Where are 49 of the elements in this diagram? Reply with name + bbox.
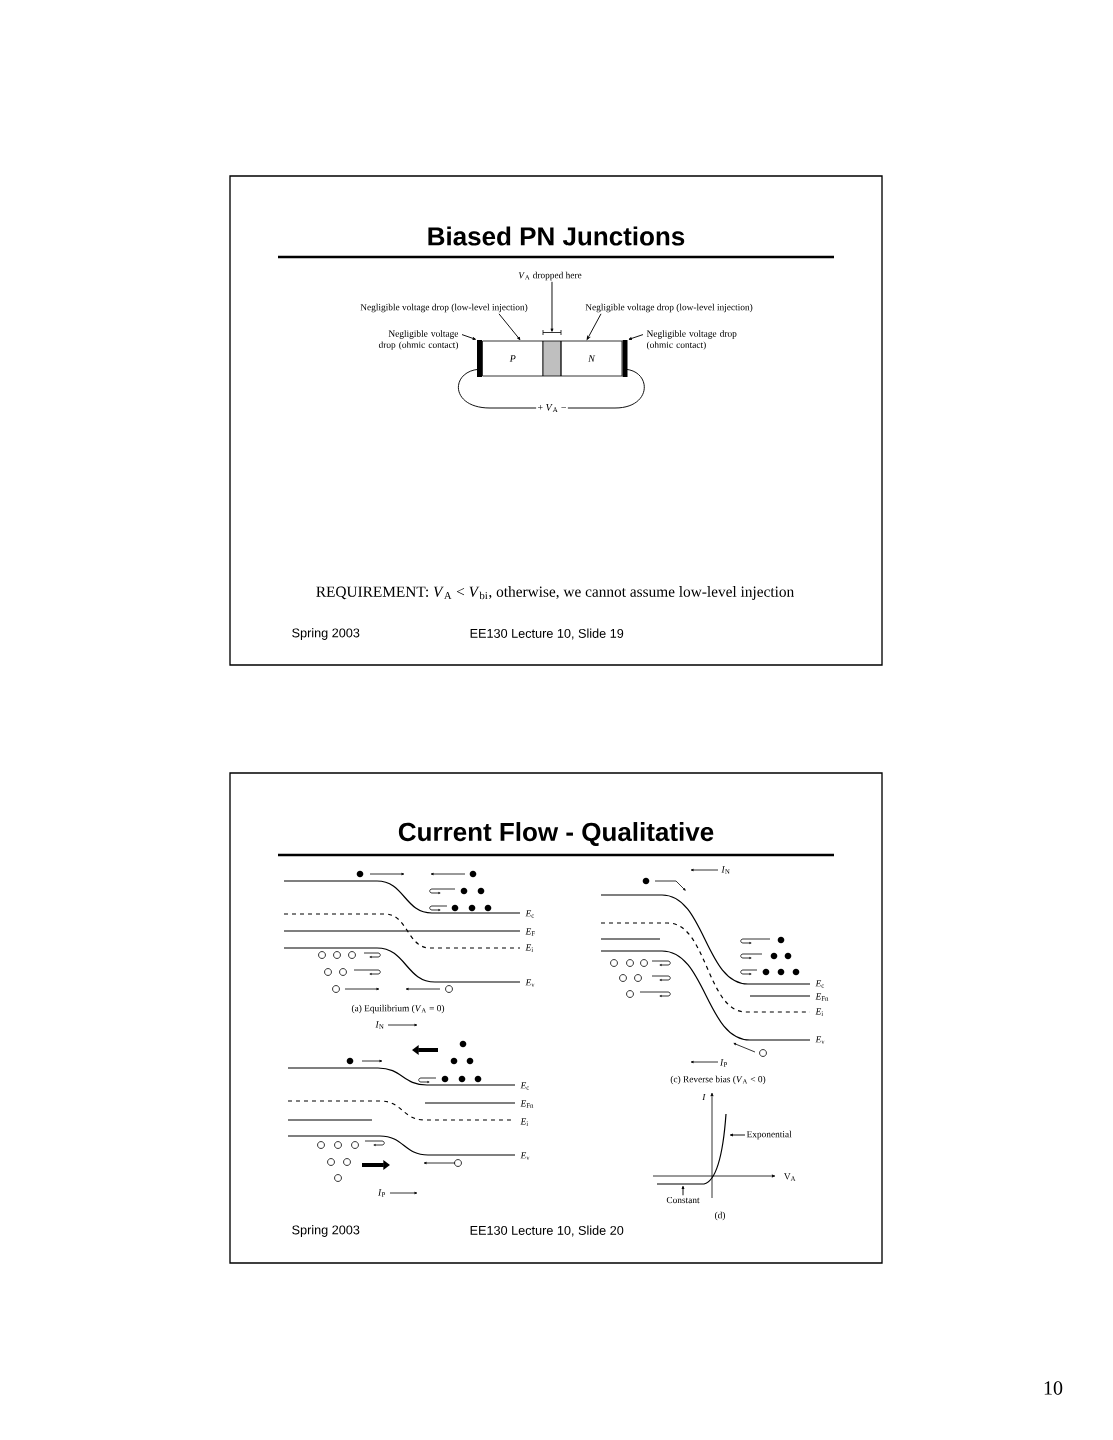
n-region: N — [560, 340, 623, 377]
arrow — [628, 334, 644, 340]
callout-text: Negligible voltage drop (low-level injection) — [360, 303, 528, 313]
band-label: E$_{F}$ — [525, 928, 535, 936]
metal-contact — [622, 340, 628, 377]
callout-text: Constant — [666, 1196, 700, 1204]
band-label: E$_{i}$ — [520, 1118, 529, 1126]
footer-text: Spring 2003 — [292, 628, 360, 640]
panel-caption: (c) Reverse bias (V$_{A}$ < 0) — [670, 1075, 766, 1085]
panel-caption: (a) Equilibrium (V$_{A}$ = 0) — [351, 1004, 445, 1014]
band-label: E$_{c}$ — [525, 910, 535, 918]
edge-label: + V$_{A}$ − — [536, 402, 568, 414]
current-label: I$_{N}$ — [721, 866, 730, 874]
axis-label: V$_{A}$ — [784, 1173, 796, 1181]
footer-text: EE130 Lecture 10, Slide 20 — [470, 1225, 624, 1237]
band-label: E$_{c}$ — [520, 1082, 530, 1090]
band-label: E$_{v}$ — [815, 1036, 825, 1044]
callout-text: Exponential — [746, 1130, 792, 1140]
band-label: E$_{v}$ — [525, 979, 535, 987]
band-label: E$_{Fn}$ — [520, 1100, 534, 1108]
slide-title: Biased PN Junctions — [428, 226, 685, 246]
callout-text: Negligible voltage drop (low-level injection) — [585, 303, 753, 313]
band-label: E$_{i}$ — [815, 1008, 824, 1016]
footer-text: Spring 2003 — [292, 1225, 360, 1237]
depletion-region — [542, 340, 562, 377]
leader-line — [729, 1133, 746, 1137]
page-number: 10 — [1044, 1381, 1063, 1395]
panel-caption: (d) — [715, 1211, 726, 1221]
slide-title: Current Flow - Qualitative — [398, 822, 714, 846]
callout-text: V$_{A}$ dropped here — [518, 271, 582, 281]
leader-line — [681, 1185, 685, 1196]
band-label: E$_{v}$ — [520, 1152, 530, 1160]
band-label: E$_{c}$ — [815, 980, 825, 988]
arrow — [550, 281, 554, 332]
callout-text: Negligible voltage drop (ohmic contact) — [378, 330, 459, 350]
current-label: I$_{P}$ — [720, 1059, 727, 1067]
current-label: I$_{P}$ — [378, 1189, 385, 1197]
arrow — [461, 334, 476, 340]
band-label: E$_{Fn}$ — [815, 993, 829, 1001]
arrow — [586, 313, 602, 340]
footer-text: EE130 Lecture 10, Slide 19 — [470, 628, 624, 640]
band-label: E$_{i}$ — [525, 944, 534, 952]
requirement-note: REQUIREMENT: V$_{A}$ < V$_{bi}$, otherwise, we cannot assume low-level injection — [316, 586, 794, 600]
callout-text: Negligible voltage drop (ohmic contact) — [646, 330, 737, 350]
axis-label: I — [702, 1093, 706, 1101]
wire — [458, 368, 645, 409]
metal-contact — [477, 340, 482, 377]
arrow — [498, 313, 521, 341]
current-label: I$_{N}$ — [375, 1021, 384, 1029]
